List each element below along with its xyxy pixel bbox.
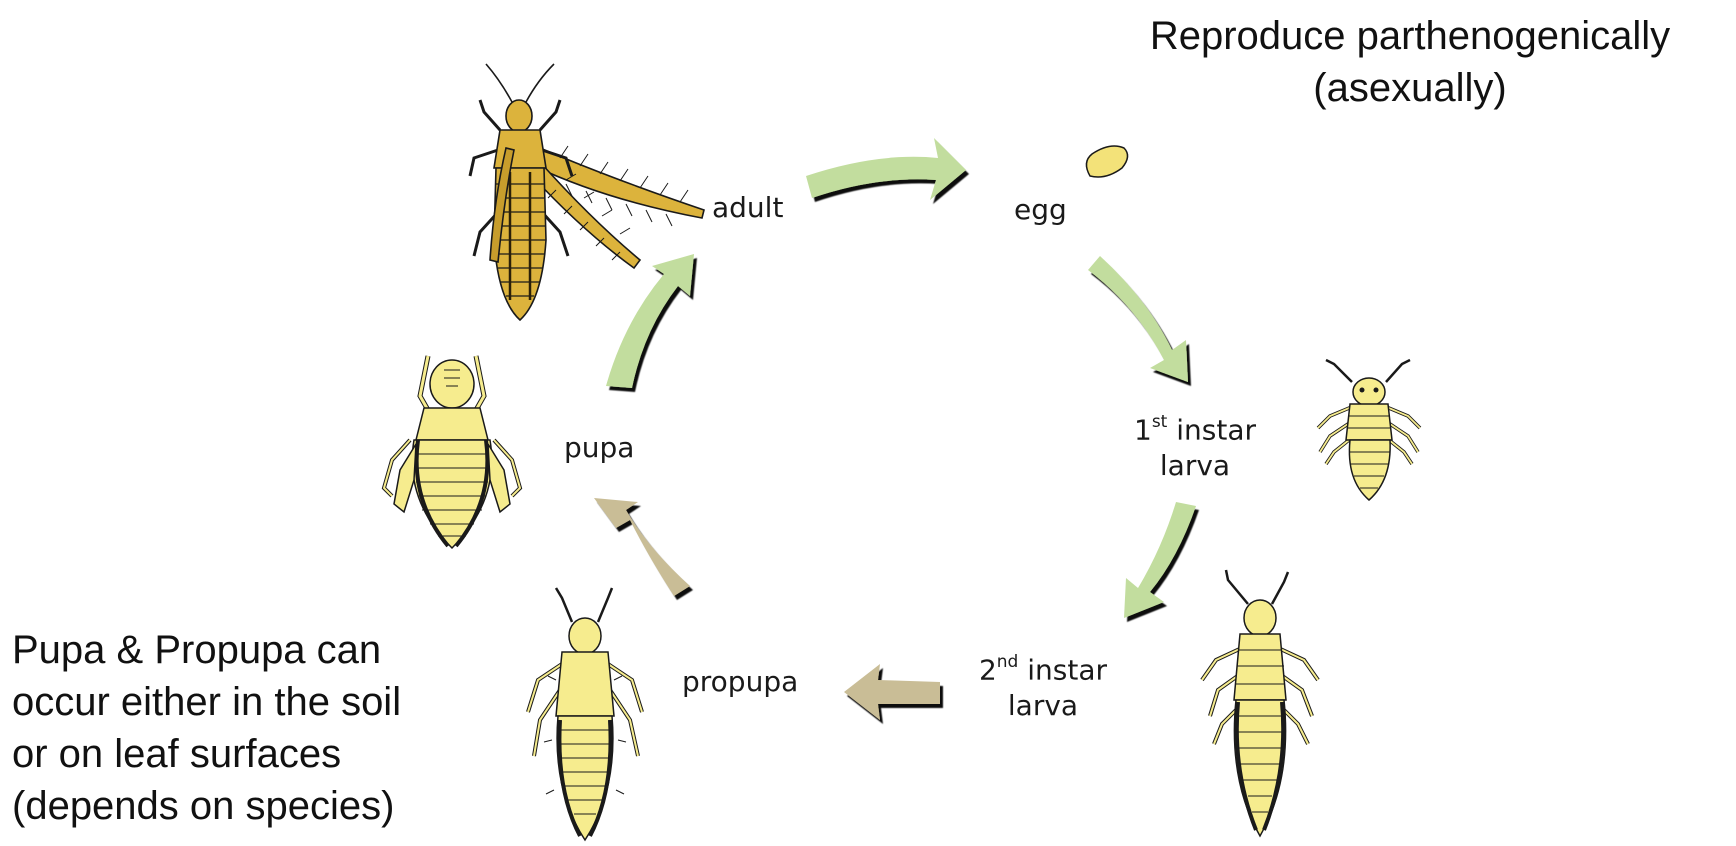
pupation-note-line4: (depends on species) bbox=[12, 780, 512, 832]
second-instar-line2: larva bbox=[968, 688, 1118, 724]
arrow-egg-to-first-instar bbox=[1088, 256, 1188, 382]
first-instar-line2: larva bbox=[1120, 448, 1270, 484]
first-instar-word: instar bbox=[1176, 413, 1256, 446]
first-instar-suffix: st bbox=[1152, 412, 1168, 432]
pupation-note-line1: Pupa & Propupa can bbox=[12, 624, 512, 676]
arrow-first-instar-to-second-instar bbox=[1124, 502, 1196, 618]
reproduction-note-line1: Reproduce parthenogenically bbox=[1090, 10, 1730, 62]
second-instar-number: 2 bbox=[979, 653, 997, 686]
reproduction-note: Reproduce parthenogenically (asexually) bbox=[1090, 10, 1730, 114]
pupation-note-line2: occur either in the soil bbox=[12, 676, 512, 728]
arrow-adult-to-egg bbox=[806, 138, 966, 200]
second-instar-word: instar bbox=[1027, 653, 1107, 686]
stage-label-pupa: pupa bbox=[564, 430, 634, 466]
second-instar-suffix: nd bbox=[997, 652, 1019, 672]
pupa-icon bbox=[384, 356, 520, 548]
arrow-pupa-to-adult bbox=[606, 254, 694, 388]
stage-label-adult: adult bbox=[712, 190, 783, 226]
stage-label-first-instar: 1st instar larva bbox=[1120, 406, 1270, 484]
propupa-icon bbox=[528, 588, 642, 840]
stage-label-second-instar: 2nd instar larva bbox=[968, 646, 1118, 724]
stage-label-propupa: propupa bbox=[682, 664, 798, 700]
pupation-note: Pupa & Propupa can occur either in the s… bbox=[12, 624, 512, 832]
pupation-note-line3: or on leaf surfaces bbox=[12, 728, 512, 780]
egg-icon bbox=[1086, 146, 1127, 177]
stage-label-egg: egg bbox=[1014, 192, 1067, 228]
arrow-propupa-to-pupa bbox=[594, 498, 690, 596]
second-instar-larva-icon bbox=[1202, 570, 1318, 836]
reproduction-note-line2: (asexually) bbox=[1090, 62, 1730, 114]
first-instar-larva-icon bbox=[1318, 360, 1420, 500]
arrow-second-instar-to-propupa bbox=[844, 664, 940, 720]
first-instar-number: 1 bbox=[1134, 413, 1152, 446]
